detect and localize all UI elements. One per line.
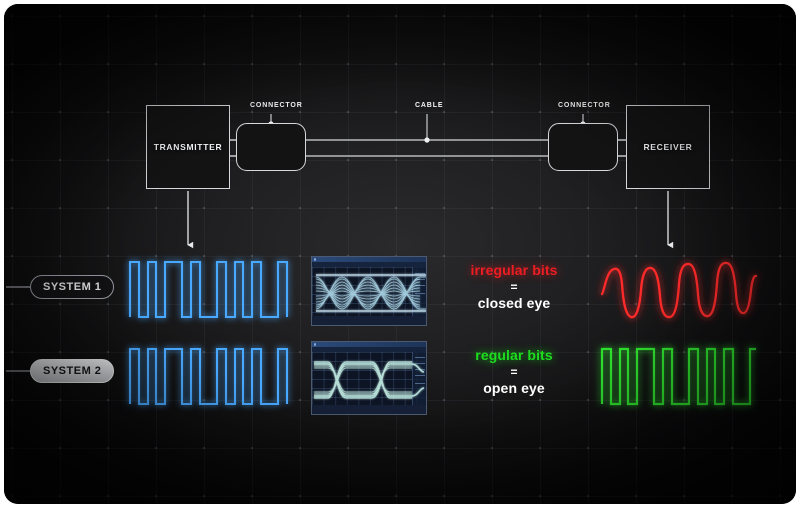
waveform-system-2-result (600, 347, 756, 406)
eye-trace-closed (315, 274, 426, 312)
verdict-2-equals: = (510, 365, 518, 379)
verdict-2-line3: open eye (483, 380, 545, 396)
verdict-2-line1: regular bits (475, 347, 553, 363)
verdict-1-line3: closed eye (477, 295, 551, 311)
waveform-system-1-source (128, 260, 289, 319)
waveform-system-2-source (128, 347, 289, 406)
verdict-system-2: regular bits = open eye (434, 347, 594, 396)
verdict-1-equals: = (510, 280, 518, 294)
waveform-layer (128, 260, 758, 406)
verdict-1-line1: irregular bits (470, 262, 558, 278)
eye-diagram-open (311, 341, 427, 415)
eye-diagram-closed (311, 256, 427, 326)
diagram-panel: TRANSMITTER RECEIVER CONNECTOR CABLE CON… (4, 4, 796, 504)
verdict-system-1: irregular bits = closed eye (434, 262, 594, 311)
eye-trace-open (314, 361, 425, 399)
waveform-system-1-result (600, 261, 758, 319)
